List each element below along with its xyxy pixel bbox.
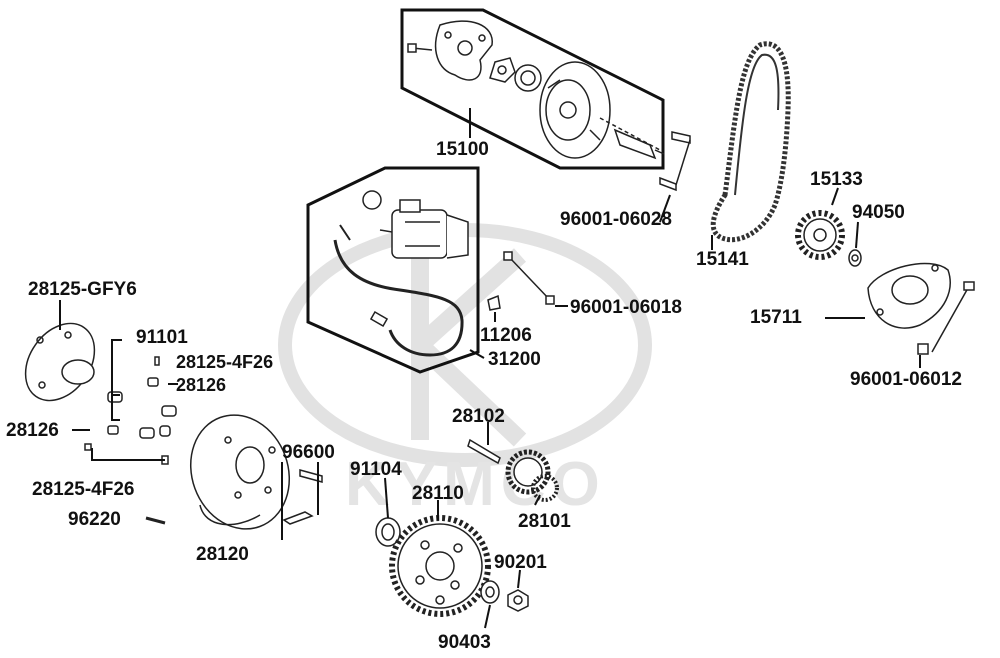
one-way-clutch-plate	[24, 322, 96, 402]
cover-plate-15711	[867, 262, 951, 329]
label-91101: 91101	[136, 327, 188, 348]
bolt-96001-06018	[503, 251, 555, 305]
label-28110: 28110	[412, 483, 464, 504]
starter-motor	[379, 199, 469, 259]
label-96001-06012: 96001-06012	[850, 369, 962, 390]
label-28101: 28101	[518, 511, 571, 532]
oil-pump-cover	[434, 20, 493, 81]
label-94050: 94050	[852, 202, 905, 223]
pin-96220	[145, 516, 166, 525]
label-31200: 31200	[488, 349, 541, 370]
washer-94050	[848, 249, 862, 267]
o-ring	[362, 190, 382, 210]
idle-gear-28101	[505, 449, 559, 502]
label-15141: 15141	[696, 249, 749, 270]
drive-chain	[710, 41, 791, 243]
pump-shaft	[613, 128, 665, 160]
label-15100: 15100	[436, 139, 489, 160]
starter-cable	[333, 224, 464, 357]
bolt-96001-06028	[659, 131, 691, 192]
label-96600: 96600	[282, 442, 335, 463]
bolt-96001-06012	[917, 281, 975, 355]
label-28120: 28120	[196, 544, 249, 565]
label-15711: 15711	[750, 307, 802, 328]
leader-lines	[59, 108, 921, 629]
label-96001-06028: 96001-06028	[560, 209, 672, 230]
shaft-28102	[467, 438, 501, 465]
label-28125-4f26-bottom: 28125-4F26	[32, 479, 135, 500]
label-90201: 90201	[494, 552, 547, 573]
oil-pump-group-frame	[400, 8, 665, 170]
label-90403: 90403	[438, 632, 491, 653]
starter-group-frame	[306, 166, 480, 374]
label-28102: 28102	[452, 406, 505, 427]
washer-90403	[480, 580, 500, 604]
sprocket-15133	[795, 210, 845, 260]
clamp-11206	[487, 294, 501, 311]
label-28126-left: 28126	[6, 420, 59, 441]
starter-clutch-flywheel	[189, 414, 291, 530]
label-15133: 15133	[810, 169, 863, 190]
nut-90201	[507, 589, 529, 612]
pump-rotor-inner	[489, 57, 516, 83]
label-28125-4f26-top: 28125-4F26	[176, 352, 274, 372]
oil-pump-body	[539, 61, 611, 159]
label-28126-right: 28126	[176, 375, 227, 395]
starter-driven-gear-28110	[389, 515, 491, 617]
label-96220: 96220	[68, 509, 121, 530]
pump-rotor-outer	[514, 64, 542, 92]
clutch-rollers	[84, 356, 177, 465]
label-91104: 91104	[350, 459, 402, 480]
label-96001-06018: 96001-06018	[570, 297, 682, 318]
label-11206: 11206	[480, 325, 532, 346]
label-28125-gfy6: 28125-GFY6	[28, 279, 137, 300]
